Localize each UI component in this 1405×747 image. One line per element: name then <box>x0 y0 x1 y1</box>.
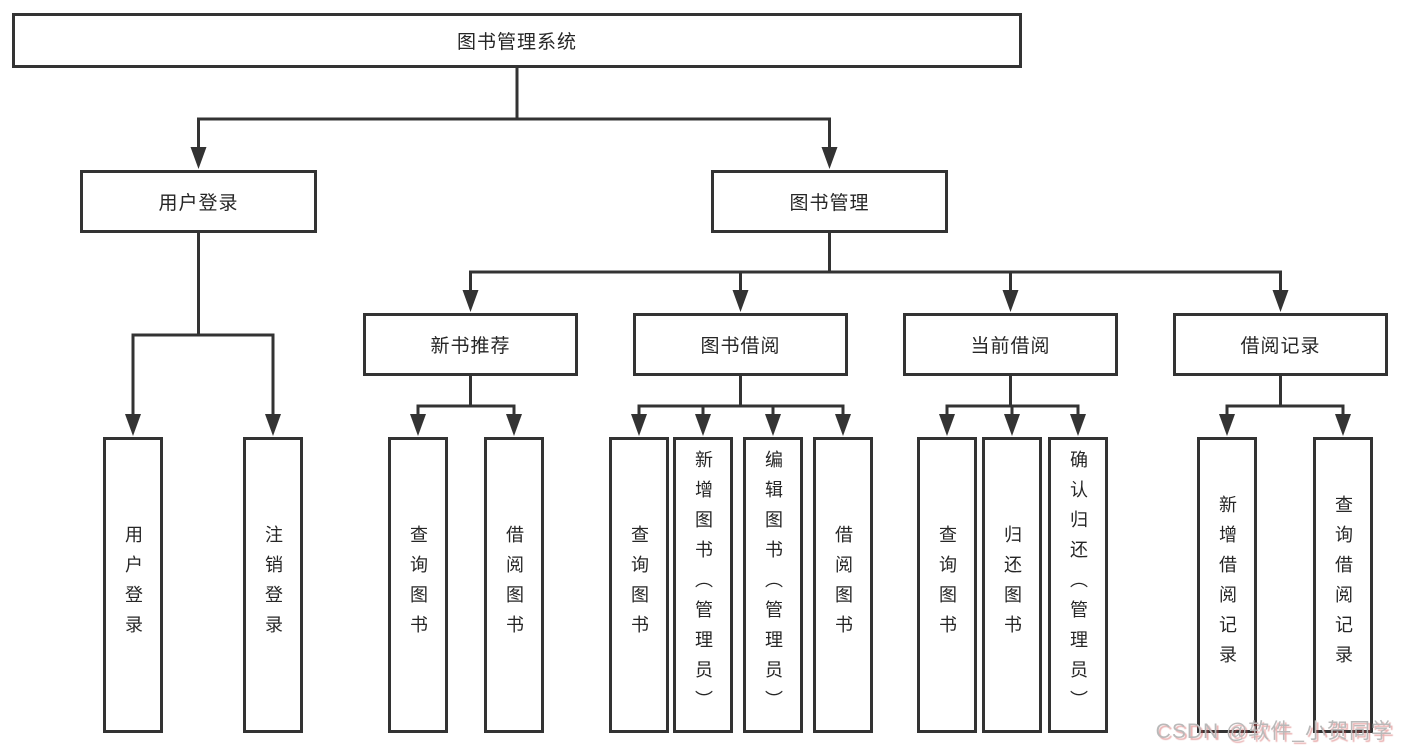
leaf-node-label: 新增借阅记录 <box>1217 495 1237 675</box>
leaf-node-confirm-return-admin: 确认归还（管理员） <box>1048 437 1108 733</box>
level3-node-book-borrow: 图书借阅 <box>633 313 848 376</box>
leaf-node-query-books-current: 查询图书 <box>917 437 977 733</box>
leaf-node-label: 归还图书 <box>1002 525 1022 645</box>
leaf-node-query-books-borrow: 查询图书 <box>609 437 669 733</box>
leaf-node-label: 借阅图书 <box>504 525 524 645</box>
root-node-library-management-system: 图书管理系统 <box>12 13 1022 68</box>
csdn-watermark: CSDN @软件_小贺同学 <box>1155 720 1393 743</box>
level3-node-borrow-records: 借阅记录 <box>1173 313 1388 376</box>
level3-node-label: 当前借阅 <box>970 336 1051 357</box>
leaf-node-query-books-recommend: 查询图书 <box>388 437 448 733</box>
leaf-node-label: 编辑图书（管理员） <box>763 450 783 720</box>
root-node-label: 图书管理系统 <box>456 32 577 53</box>
leaf-node-label: 新增图书（管理员） <box>693 450 713 720</box>
level3-node-label: 图书借阅 <box>700 336 781 357</box>
leaf-node-label: 查询图书 <box>629 525 649 645</box>
leaf-node-label: 确认归还（管理员） <box>1068 450 1088 720</box>
leaf-node-label: 借阅图书 <box>833 525 853 645</box>
leaf-node-logout: 注销登录 <box>243 437 303 733</box>
leaf-node-label: 用户登录 <box>123 525 143 645</box>
leaf-node-label: 注销登录 <box>263 525 283 645</box>
leaf-node-return-books: 归还图书 <box>982 437 1042 733</box>
leaf-node-query-borrow-record: 查询借阅记录 <box>1313 437 1373 733</box>
leaf-node-label: 查询图书 <box>937 525 957 645</box>
leaf-node-edit-books-admin: 编辑图书（管理员） <box>743 437 803 733</box>
leaf-node-label: 查询图书 <box>408 525 428 645</box>
leaf-node-user-login: 用户登录 <box>103 437 163 733</box>
level3-node-new-book-recommend: 新书推荐 <box>363 313 578 376</box>
leaf-node-label: 查询借阅记录 <box>1333 495 1353 675</box>
level2-node-user-login: 用户登录 <box>80 170 317 233</box>
level3-node-current-borrow: 当前借阅 <box>903 313 1118 376</box>
leaf-node-borrow-books-recommend: 借阅图书 <box>484 437 544 733</box>
leaf-node-add-borrow-record: 新增借阅记录 <box>1197 437 1257 733</box>
leaf-node-add-books-admin: 新增图书（管理员） <box>673 437 733 733</box>
level3-node-label: 借阅记录 <box>1240 336 1321 357</box>
level3-node-label: 新书推荐 <box>430 336 511 357</box>
level2-node-label: 图书管理 <box>789 193 870 214</box>
level2-node-book-management: 图书管理 <box>711 170 948 233</box>
level2-node-label: 用户登录 <box>158 193 239 214</box>
leaf-node-borrow-books: 借阅图书 <box>813 437 873 733</box>
